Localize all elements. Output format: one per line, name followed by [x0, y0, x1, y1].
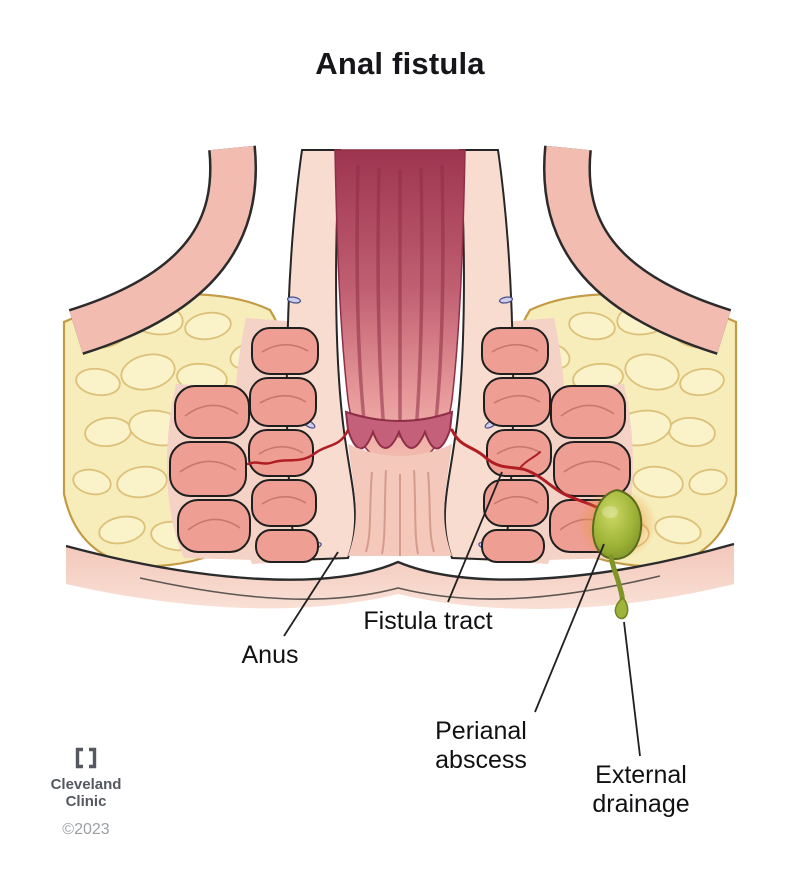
diagram-title: Anal fistula [315, 46, 485, 81]
perianal-abscess-graphic [577, 488, 657, 620]
drainage-drop [614, 597, 629, 620]
leader-lines [283, 471, 641, 757]
drainage-stream [608, 554, 625, 604]
muscle-texture [179, 343, 621, 531]
label-fistula-tract: Fistula tract [363, 607, 493, 635]
perianal-skin [65, 542, 735, 609]
dentate-line [344, 410, 454, 450]
leader-perianal-abscess [534, 543, 605, 713]
label-perianal-abscess: Perianal abscess [435, 717, 527, 774]
brand-block: Cleveland Clinic ©2023 [34, 746, 138, 839]
label-external-drainage: External drainage [592, 761, 690, 818]
sphincter-muscles [169, 327, 631, 563]
fistula-tract-line [246, 428, 608, 516]
leader-anus [283, 551, 339, 637]
leader-fistula-tract [447, 471, 503, 603]
label-anus: Anus [241, 641, 299, 669]
rectal-lumen [334, 149, 466, 461]
leader-external-drainage [623, 621, 641, 757]
cleveland-clinic-logo-icon [75, 747, 97, 769]
copyright-text: ©2023 [62, 820, 110, 838]
brand-name-line1: Cleveland [50, 776, 122, 793]
pelvic-floor-band-left [68, 145, 257, 355]
brand-name-line2: Clinic [65, 793, 107, 811]
anal-canal [348, 444, 452, 556]
abscess-body [591, 488, 643, 561]
pelvic-floor-band-right [543, 145, 732, 355]
